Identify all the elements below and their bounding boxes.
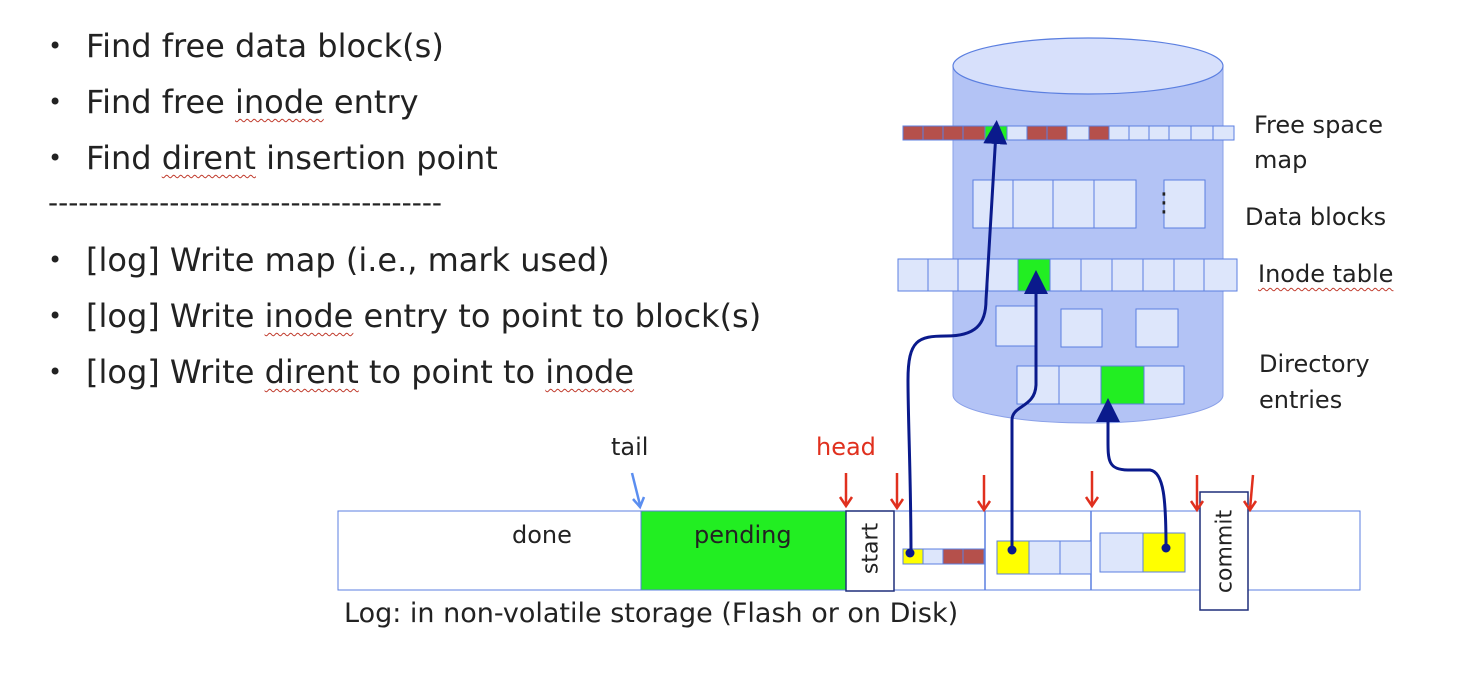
done-label: done <box>512 521 572 549</box>
bullet-find-free-data-blocks: •Find free data block(s) <box>48 27 444 65</box>
log-bar <box>337 491 1361 611</box>
inode-table <box>897 258 1238 292</box>
inode-table-label: Inode table <box>1258 260 1394 288</box>
pending-label: pending <box>694 521 792 549</box>
bullet-find-free-inode: •Find free inode entry <box>48 83 419 121</box>
bullet-log-write-inode: •[log] Write inode entry to point to blo… <box>48 297 762 335</box>
bullet-dot: • <box>48 32 63 60</box>
disk-cylinder <box>952 37 1224 424</box>
head-label: head <box>816 433 876 461</box>
bullet-log-write-dirent: •[log] Write dirent to point to inode <box>48 353 635 391</box>
tail-label: tail <box>611 433 649 461</box>
free-space-map-label-line2: map <box>1254 146 1308 174</box>
red-arrow-icons <box>838 471 1258 513</box>
bullet-log-write-map: •[log] Write map (i.e., mark used) <box>48 241 610 279</box>
bullet-dot: • <box>48 358 63 386</box>
log-dirent-record <box>1099 532 1186 573</box>
pointer-lines <box>906 120 1168 557</box>
separator-line: --------------------------------------- <box>48 186 443 219</box>
log-caption: Log: in non-volatile storage (Flash or o… <box>344 598 959 629</box>
free-space-map <box>902 125 1235 141</box>
free-space-map-label-line1: Free space <box>1254 111 1383 139</box>
bullet-find-dirent: •Find dirent insertion point <box>48 139 498 177</box>
start-marker-label: start <box>858 522 884 575</box>
bullet-dot: • <box>48 88 63 116</box>
bullet-dot: • <box>48 144 63 172</box>
bullet-dot: • <box>48 302 63 330</box>
pointer-origin-dots <box>905 543 1171 558</box>
directory-entries-label-line1: Directory <box>1259 350 1370 378</box>
directory-entries-label-line2: entries <box>1259 386 1343 414</box>
directory-entries <box>1016 365 1185 405</box>
bullet-dot: • <box>48 246 63 274</box>
data-blocks-label: Data blocks <box>1245 203 1387 231</box>
data-blocks <box>972 179 1206 229</box>
misc-blocks <box>995 305 1179 348</box>
log-map-record <box>902 548 985 565</box>
commit-marker-label: commit <box>1212 509 1238 594</box>
tail-arrow-icon <box>630 472 646 510</box>
data-blocks-ellipsis: ⋮ <box>1151 188 1177 218</box>
